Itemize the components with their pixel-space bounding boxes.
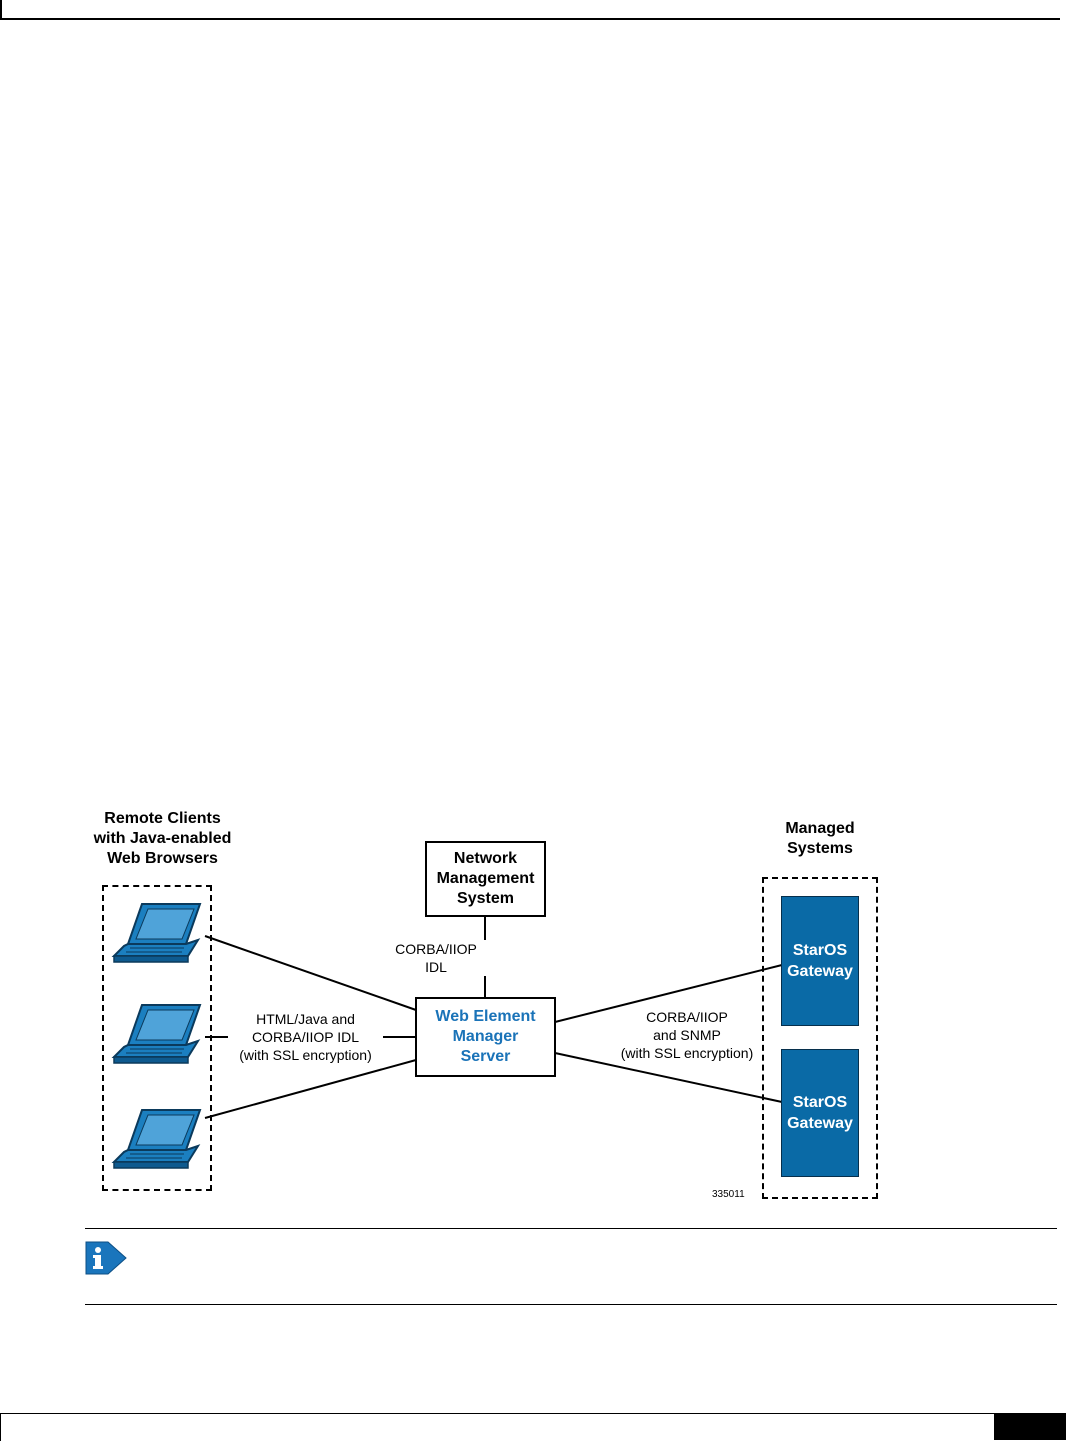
- remote-clients-title-line3: Web Browsers: [107, 850, 218, 867]
- staros-gateway-2: StarOS Gateway: [781, 1049, 859, 1177]
- wem-architecture-diagram: Remote Clients with Java-enabled Web Bro…: [0, 800, 1066, 1220]
- remote-clients-title-line2: with Java-enabled: [93, 830, 232, 847]
- note-bottom-rule: [85, 1304, 1057, 1305]
- remote-clients-title: Remote Clients with Java-enabled Web Bro…: [80, 809, 245, 869]
- laptop-icon: [111, 1004, 202, 1064]
- laptop-icon: [111, 903, 202, 963]
- nms-label-line1: Network: [453, 850, 518, 867]
- line-client3-wem: [204, 1059, 417, 1119]
- note-top-rule: [85, 1228, 1057, 1229]
- laptop-icon: [111, 1109, 202, 1169]
- wem-label-line3: Server: [460, 1048, 511, 1065]
- wem-label-line2: Manager: [452, 1028, 519, 1045]
- wem-label-line1: Web Element: [435, 1008, 536, 1025]
- managed-systems-title-line1: Managed: [785, 820, 855, 837]
- line-wem-gateway1: [554, 964, 783, 1023]
- gateway-1-label-line2: Gateway: [787, 963, 853, 980]
- page-footer-rule: [0, 1413, 1065, 1441]
- wem-gateways-protocol-label: CORBA/IIOP and SNMP (with SSL encryption…: [612, 1008, 762, 1062]
- gateway-2-label-line1: StarOS: [792, 1094, 848, 1111]
- gateway-2-label-line2: Gateway: [787, 1115, 853, 1132]
- info-note-icon: [85, 1241, 127, 1275]
- page-header-rule: [0, 0, 1060, 20]
- wem-gateways-protocol-line1: CORBA/IIOP: [646, 1009, 728, 1025]
- staros-gateway-1: StarOS Gateway: [781, 896, 859, 1026]
- managed-systems-title: Managed Systems: [760, 819, 880, 859]
- nms-wem-protocol-line2: IDL: [425, 959, 447, 975]
- nms-wem-protocol-line1: CORBA/IIOP: [395, 941, 477, 957]
- nms-wem-protocol-label: CORBA/IIOP IDL: [386, 940, 486, 976]
- clients-wem-protocol-label: HTML/Java and CORBA/IIOP IDL (with SSL e…: [228, 1010, 383, 1064]
- line-client1-wem: [204, 935, 417, 1011]
- figure-id: 335011: [712, 1189, 745, 1200]
- clients-wem-protocol-line1: HTML/Java and: [228, 1010, 383, 1028]
- nms-box: Network Management System: [425, 841, 546, 917]
- clients-wem-protocol-line3: (with SSL encryption): [228, 1046, 383, 1064]
- clients-wem-protocol-line2: CORBA/IIOP IDL: [228, 1028, 383, 1046]
- managed-systems-group: [762, 877, 878, 1199]
- nms-label-line3: System: [457, 890, 514, 907]
- wem-gateways-protocol-line2: and SNMP: [653, 1027, 721, 1043]
- wem-server-box: Web Element Manager Server: [415, 997, 556, 1077]
- managed-systems-title-line2: Systems: [787, 840, 853, 857]
- gateway-1-label-line1: StarOS: [792, 942, 848, 959]
- remote-clients-group: [102, 885, 212, 1191]
- remote-clients-title-line1: Remote Clients: [104, 810, 221, 827]
- line-wem-gateway2: [554, 1052, 783, 1103]
- wem-gateways-protocol-line3: (with SSL encryption): [620, 1045, 754, 1061]
- page-footer-tab: [994, 1413, 1066, 1440]
- nms-label-line2: Management: [436, 870, 535, 887]
